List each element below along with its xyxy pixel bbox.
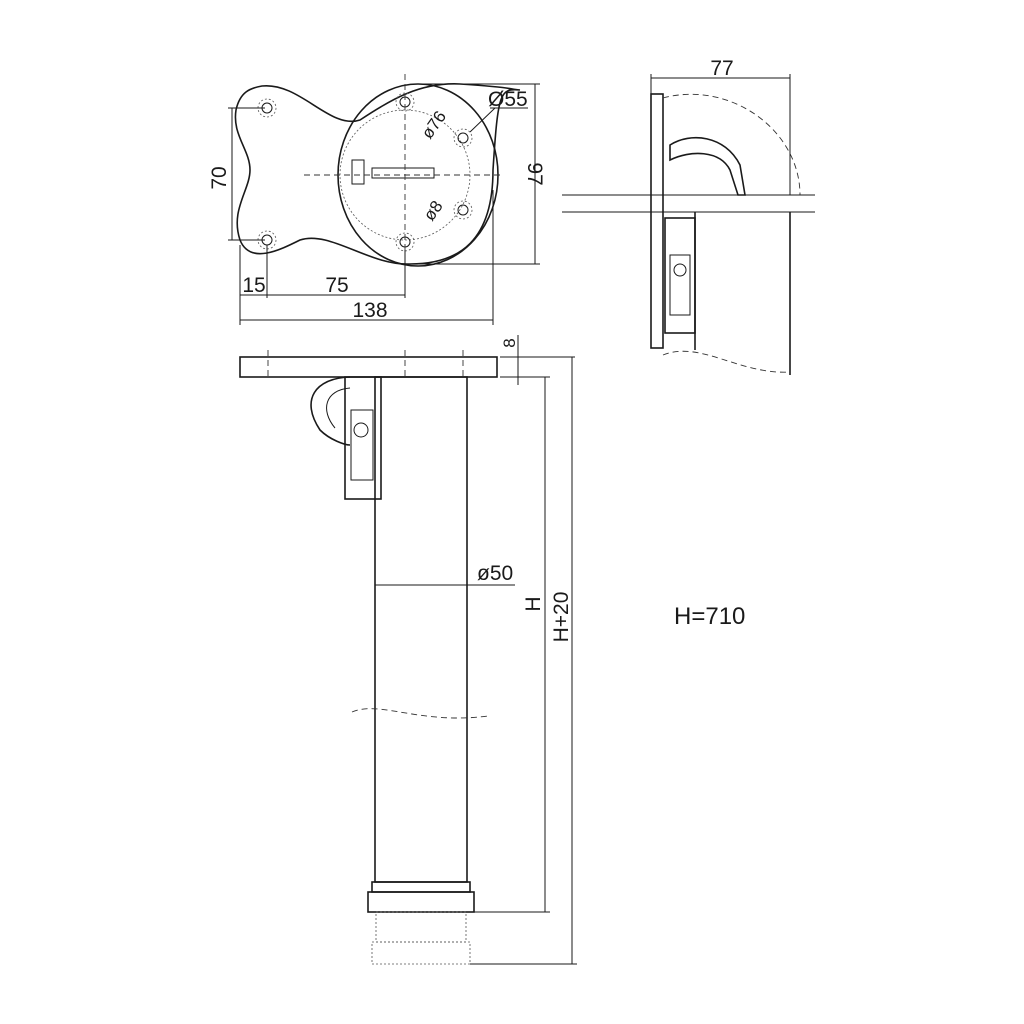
dim-depth: 77 <box>710 57 733 80</box>
dim-height: 97 <box>523 162 546 185</box>
dim-hole-spacing: 70 <box>208 166 231 189</box>
side-view: 77 <box>562 57 815 375</box>
dim-hole-offset: 75 <box>325 274 348 297</box>
dim-bolt-circle: ø76 <box>418 107 450 142</box>
dim-plate-thickness: 8 <box>500 338 519 347</box>
dim-tube-diameter: ø50 <box>477 562 513 585</box>
dim-width: 138 <box>352 299 387 322</box>
dim-hole: ø8 <box>420 197 447 224</box>
dim-outer-circle: Ø55 <box>488 88 528 111</box>
dim-height-label: H <box>522 596 545 611</box>
dim-edge-offset: 15 <box>242 274 265 297</box>
height-note: H=710 <box>674 603 745 630</box>
mounting-holes <box>257 92 473 252</box>
front-view-leg: ø50 8 H H+20 <box>239 335 577 965</box>
top-view-mounting-plate: 70 97 15 75 138 Ø55 ø76 ø8 <box>208 74 546 325</box>
dim-height-max: H+20 <box>550 592 573 643</box>
